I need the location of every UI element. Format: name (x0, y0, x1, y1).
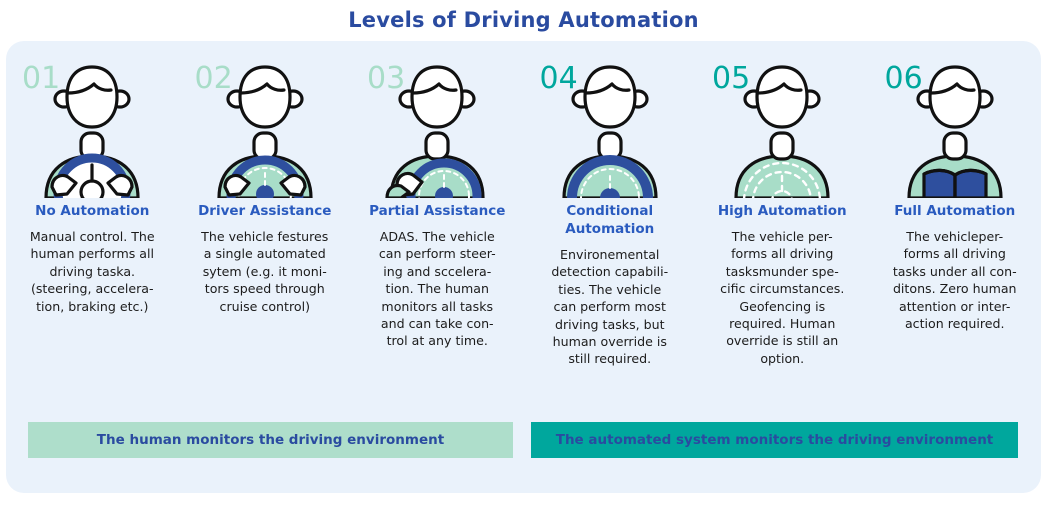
levels-row: 01 (6, 53, 1041, 368)
level-column-06: 06 (869, 53, 1042, 368)
level-body-05: The vehicle per- forms all driving tasks… (720, 229, 845, 366)
banner-human-monitors: The human monitors the driving environme… (28, 422, 513, 458)
level-figure-05: 05 (696, 53, 869, 198)
level-heading-04: Conditional Automation (565, 203, 655, 237)
level-column-03: 03 (351, 53, 524, 368)
level-figure-03: 03 (351, 53, 524, 198)
level-number-03: 03 (367, 61, 406, 96)
level-number-04: 04 (539, 61, 578, 96)
level-figure-01: 01 (6, 53, 179, 198)
level-body-06: The vehicleper- forms all driving tasks … (892, 229, 1017, 332)
level-figure-04: 04 (524, 53, 697, 198)
level-heading-05: High Automation (717, 203, 847, 219)
level-figure-06: 06 (869, 53, 1042, 198)
level-number-02: 02 (194, 61, 233, 96)
content-panel: 01 (6, 41, 1041, 493)
level-heading-02: Driver Assistance (198, 203, 332, 219)
level-heading-03: Partial Assistance (369, 203, 506, 219)
level-column-02: 02 (179, 53, 352, 368)
level-column-04: 04 (524, 53, 697, 368)
driver-hands-off-wheel-icon (561, 65, 658, 198)
level-number-06: 06 (884, 61, 923, 96)
level-heading-01: No Automation (35, 203, 150, 219)
level-figure-02: 02 (179, 53, 352, 198)
level-heading-06: Full Automation (894, 203, 1016, 219)
driver-one-hand-on-wheel-icon (385, 65, 485, 198)
level-number-01: 01 (22, 61, 61, 96)
level-body-04: Environemental detection capabili- ties.… (551, 247, 669, 367)
level-column-01: 01 (6, 53, 179, 368)
level-body-02: The vehicle festures a single automated … (201, 229, 329, 314)
level-body-01: Manual control. The human performs all d… (29, 229, 155, 314)
level-number-05: 05 (712, 61, 751, 96)
level-column-05: 05 (696, 53, 869, 368)
passenger-reading-book-icon (906, 65, 1003, 198)
banner-automated-monitors: The automated system monitors the drivin… (531, 422, 1018, 458)
page-title: Levels of Driving Automation (348, 8, 699, 32)
level-body-03: ADAS. The vehicle can perform steer- ing… (378, 229, 496, 349)
monitoring-banners: The human monitors the driving environme… (6, 422, 1041, 458)
driver-both-hands-assisted-wheel-icon (216, 65, 313, 198)
driver-both-hands-on-wheel-icon (44, 65, 140, 198)
driver-ghost-wheel-icon (734, 65, 830, 198)
